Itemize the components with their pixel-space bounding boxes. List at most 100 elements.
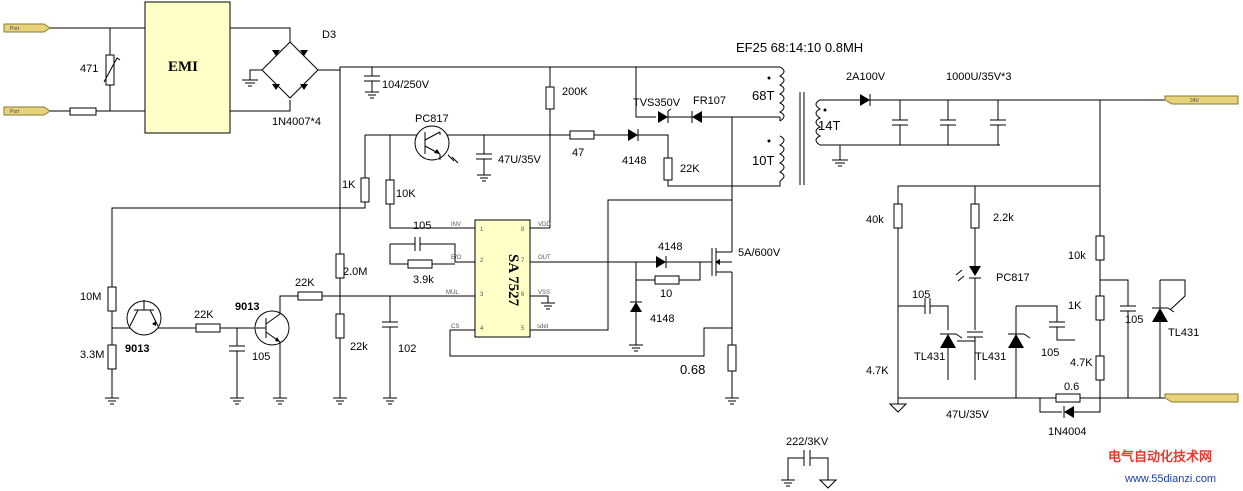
- resistor-4k7-b: [1095, 355, 1105, 381]
- resistor-10: [654, 275, 680, 285]
- input-terminal-bottom: Port: [3, 106, 51, 116]
- r-068-label: 0.68: [680, 362, 705, 377]
- optocoupler-pc817-top: [414, 125, 459, 164]
- resistor-1k-a: [360, 177, 370, 203]
- cap-47u-label: 47U/35V: [498, 154, 541, 166]
- resistor-10m: [107, 286, 117, 312]
- winding-68t-label: 68T: [752, 88, 774, 103]
- r-47-label: 47: [572, 147, 584, 159]
- resistor-06: [1055, 393, 1081, 403]
- cap-102-label: 102: [398, 343, 416, 355]
- d-4148-a-label: 4148: [622, 155, 646, 167]
- pc817-bottom-label: PC817: [996, 272, 1030, 284]
- svg-text:OUT: OUT: [538, 255, 551, 261]
- resistor-3k9: [407, 259, 433, 269]
- pc817-top-label: PC817: [415, 113, 449, 125]
- output-capacitor-bank: [892, 100, 1006, 145]
- cap-102: [382, 321, 398, 328]
- emi-filter: EMI: [144, 1, 231, 134]
- svg-text:Port: Port: [10, 109, 20, 115]
- fr107-label: FR107: [693, 95, 726, 107]
- resistor-1k-b: [1095, 295, 1105, 321]
- svg-text:SA 7527: SA 7527: [505, 254, 521, 307]
- resistor-10k-a: [385, 179, 395, 205]
- r-200k-label: 200K: [562, 86, 588, 98]
- svg-text:4: 4: [480, 326, 484, 332]
- cap-47u-b-label: 47U/35V: [946, 409, 989, 421]
- r-06-label: 0.6: [1064, 381, 1079, 393]
- resistor-sense-068: [727, 344, 737, 372]
- transistor-9013-a: [126, 300, 162, 336]
- q-9013-b-label: 9013: [235, 301, 259, 313]
- cap-105-d-label: 105: [1041, 347, 1059, 359]
- cap-105-c-label: 105: [912, 289, 930, 301]
- resistor-3m3: [107, 344, 117, 370]
- varistor-label: 471: [80, 63, 98, 75]
- diode-1n4004: [1063, 406, 1074, 418]
- diode-4148-c: [630, 301, 642, 312]
- r-4k7-a-label: 4.7K: [866, 365, 889, 377]
- fr107-diode: [691, 111, 702, 123]
- resistor-40k: [893, 203, 903, 229]
- svg-text:sdet: sdet: [537, 324, 549, 330]
- mosfet-label: 5A/600V: [738, 247, 781, 259]
- transformer-label: EF25 68:14:10 0.8MH: [736, 40, 863, 55]
- svg-text:VDD: VDD: [538, 222, 551, 228]
- input-bulk-capacitor: [364, 75, 380, 82]
- resistor-22k-b: [335, 313, 345, 339]
- svg-text:24V: 24V: [1190, 98, 1200, 104]
- tl431-a: [940, 333, 963, 348]
- optocoupler-pc817-bottom-led: [955, 266, 981, 282]
- cap-105-d: [1049, 321, 1065, 328]
- tvs-diode: [658, 108, 672, 123]
- bridge-rectifier: [261, 41, 319, 99]
- watermark-url: www.55dianzi.com: [1124, 473, 1216, 485]
- bridge-diode-label: 1N4007*4: [272, 116, 321, 128]
- tl431-a-label: TL431: [914, 351, 945, 363]
- r-10k-b-label: 10k: [1068, 250, 1086, 262]
- cap-105-a: [414, 237, 421, 251]
- resistor-200k: [545, 86, 555, 110]
- bridge-label: D3: [322, 29, 336, 41]
- input-terminal-top: Port: [3, 23, 51, 33]
- r-1k-a-label: 1K: [342, 179, 356, 191]
- cap-in-label: 104/250V: [382, 79, 430, 91]
- varistor: [103, 54, 121, 86]
- ground-icon: [242, 79, 258, 87]
- r-40k-label: 40k: [866, 214, 884, 226]
- diode-4148-a: [628, 129, 639, 141]
- diode-4148-b: [656, 256, 667, 268]
- tvs-label: TVS350V: [633, 97, 681, 109]
- cap-y: [803, 450, 811, 466]
- output-rectifier-diode: [860, 94, 871, 106]
- r-2m-label: 2.0M: [343, 266, 367, 278]
- r-2k2-label: 2.2k: [993, 212, 1014, 224]
- resistor-22k-a: [663, 157, 673, 181]
- svg-text:5: 5: [521, 326, 525, 332]
- r-3m3-label: 3.3M: [80, 349, 104, 361]
- r-10k-a-label: 10K: [396, 188, 416, 200]
- d-4148-c-label: 4148: [650, 313, 674, 325]
- winding-10t-label: 10T: [752, 153, 774, 168]
- mosfet: [711, 248, 732, 276]
- diode-out-label: 2A100V: [846, 71, 886, 83]
- r-3k9-label: 3.9k: [413, 274, 434, 286]
- transformer: [767, 66, 827, 185]
- r-1k-b-label: 1K: [1068, 300, 1082, 312]
- svg-text:3: 3: [480, 292, 484, 298]
- svg-text:1: 1: [480, 227, 484, 233]
- svg-text:VSS: VSS: [538, 290, 550, 296]
- cap-105-b: [229, 345, 245, 352]
- cap-105-a-label: 105: [413, 220, 431, 232]
- svg-text:8: 8: [521, 227, 525, 233]
- cap-105-f: [1120, 305, 1136, 312]
- winding-14t-label: 14T: [818, 118, 840, 133]
- svg-text:CS: CS: [451, 324, 459, 330]
- r-22k-d-label: 22K: [295, 277, 315, 289]
- tl431-c-label: TL431: [1168, 327, 1199, 339]
- svg-text:6: 6: [521, 292, 525, 298]
- svg-text:2: 2: [480, 258, 484, 264]
- resistor-10k-b: [1095, 235, 1105, 261]
- r-22k-a-label: 22K: [680, 163, 700, 175]
